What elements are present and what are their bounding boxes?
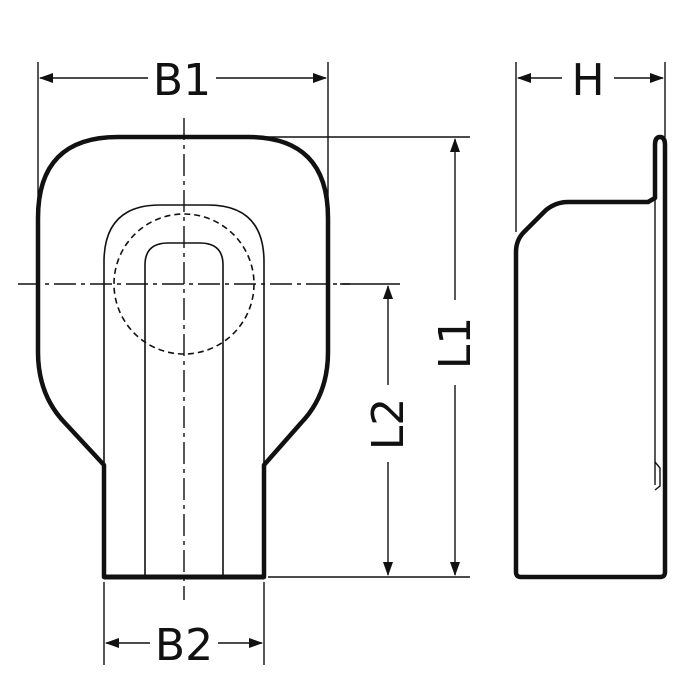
- dimension-label-b2: B2: [155, 620, 213, 671]
- dimension-label-b1: B1: [153, 55, 211, 106]
- side-flange-lip: [654, 461, 661, 491]
- dimension-l2: L2: [340, 283, 414, 576]
- dimension-b2: B2: [103, 582, 265, 671]
- dimension-label-l1: L1: [430, 317, 481, 370]
- dimension-label-h: H: [571, 55, 604, 106]
- front-view: [18, 118, 350, 600]
- side-view: [513, 134, 668, 580]
- dimension-b1: B1: [37, 55, 329, 218]
- dimension-label-l2: L2: [363, 398, 414, 451]
- front-outer-outline: [35, 134, 331, 580]
- side-outer-outline: [513, 134, 668, 580]
- dimension-h: H: [515, 55, 666, 232]
- dimension-l1: L1: [248, 136, 481, 578]
